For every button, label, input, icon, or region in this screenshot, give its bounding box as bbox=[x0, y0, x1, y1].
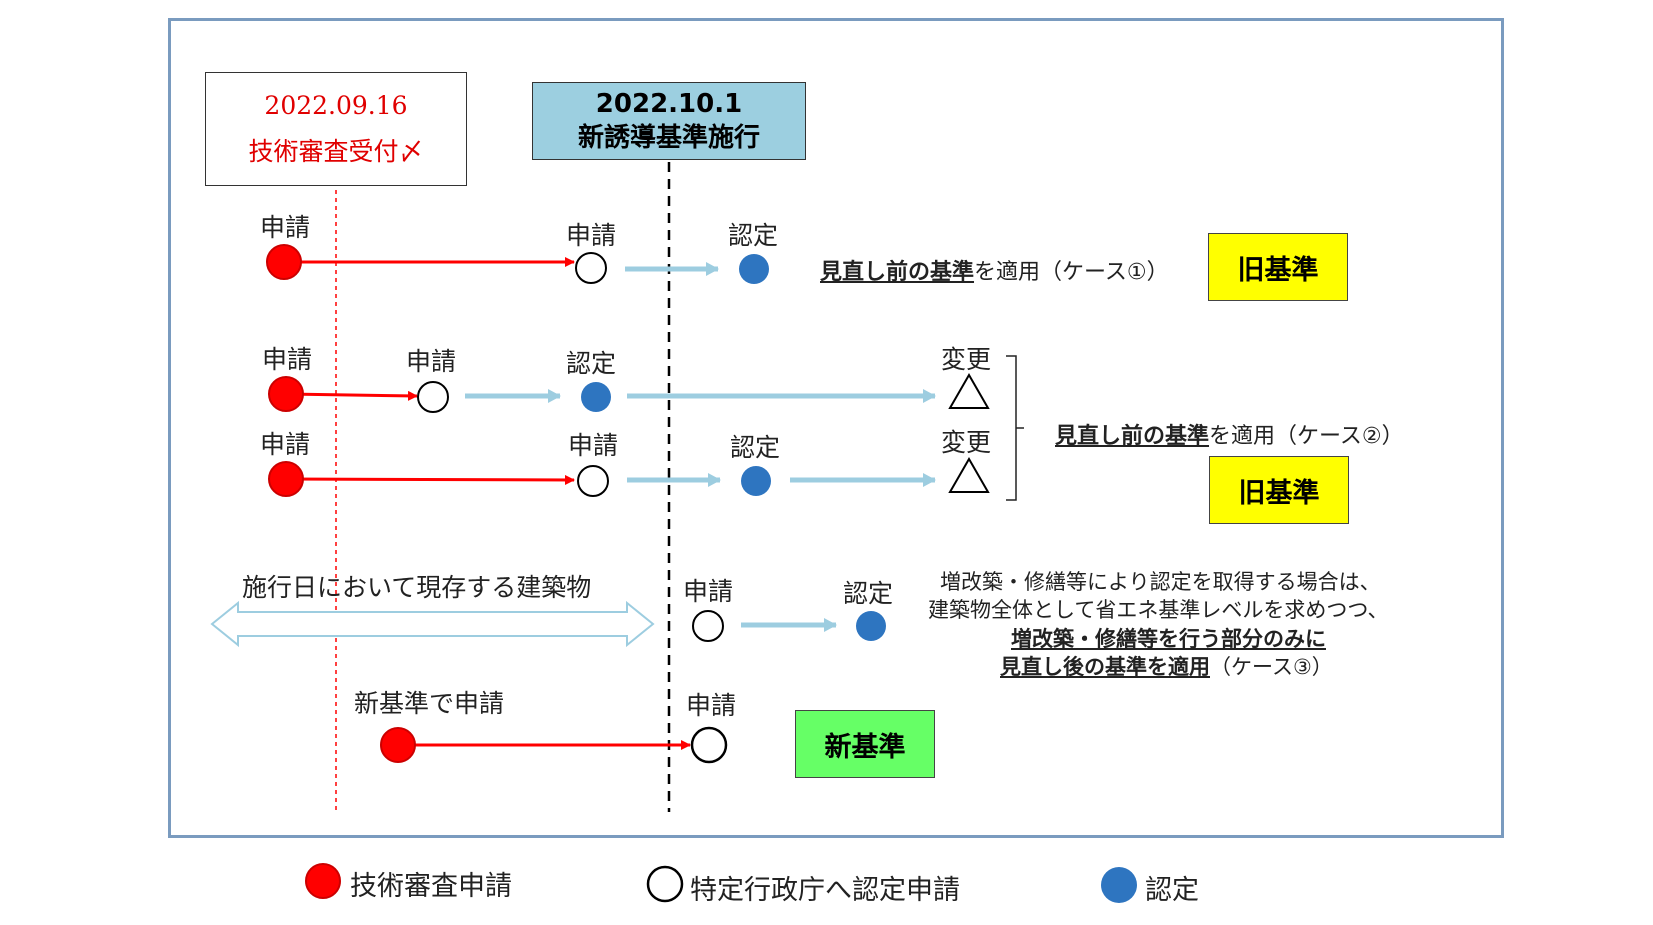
tech-review-marker bbox=[268, 461, 304, 497]
case3-rest: （ケース③） bbox=[1210, 655, 1333, 679]
certify-label: 認定 bbox=[566, 349, 617, 378]
new-standard-box: 新基準 bbox=[795, 710, 935, 778]
enforcement-box: 2022.10.1 新誘導基準施行 bbox=[532, 82, 806, 160]
apply-label: 申請 bbox=[260, 430, 311, 459]
apply-label: 申請 bbox=[262, 345, 313, 374]
review-deadline-box: 2022.09.16 技術審査受付〆 bbox=[205, 72, 467, 186]
old-standard-box: 旧基準 bbox=[1209, 456, 1349, 524]
legend-red-marker bbox=[305, 863, 341, 899]
legend-blue-marker bbox=[1101, 867, 1137, 903]
case1-rest: を適用（ケース①） bbox=[974, 260, 1169, 285]
tech-review-marker bbox=[380, 727, 416, 763]
case3-line2: 建築物全体として省エネ基準レベルを求めつつ、 bbox=[928, 598, 1389, 622]
certified-marker bbox=[741, 466, 771, 496]
new-standard-label: 新基準 bbox=[824, 731, 906, 763]
apply-label: 申請 bbox=[406, 347, 457, 376]
old-standard-box: 旧基準 bbox=[1208, 233, 1348, 301]
certified-marker bbox=[581, 382, 611, 412]
certify-label: 認定 bbox=[728, 221, 779, 250]
case3-line3: 増改築・修繕等を行う部分のみに bbox=[1011, 623, 1326, 653]
legend-open-marker bbox=[646, 865, 684, 903]
agency-apply-marker bbox=[417, 381, 449, 413]
tech-review-marker bbox=[268, 376, 304, 412]
change-triangle bbox=[948, 372, 990, 409]
legend-tech-review: 技術審査申請 bbox=[350, 871, 512, 902]
agency-apply-marker bbox=[692, 610, 724, 642]
certified-marker bbox=[856, 611, 886, 641]
certified-marker bbox=[739, 254, 769, 284]
agency-apply-marker bbox=[690, 726, 728, 764]
apply-label: 申請 bbox=[683, 577, 734, 606]
apply-label: 申請 bbox=[686, 691, 737, 720]
existing-buildings-label: 施行日において現存する建築物 bbox=[242, 573, 592, 602]
legend-certified: 認定 bbox=[1145, 875, 1199, 906]
enforcement-caption: 新誘導基準施行 bbox=[577, 123, 760, 153]
existing-buildings-arrow bbox=[210, 600, 655, 648]
review-deadline-date: 2022.09.16 bbox=[264, 91, 408, 120]
agency-apply-marker bbox=[575, 252, 607, 284]
change-triangle bbox=[948, 456, 990, 493]
change-label: 変更 bbox=[941, 428, 992, 457]
agency-apply-marker bbox=[577, 465, 609, 497]
apply-label: 申請 bbox=[568, 431, 619, 460]
case3-line3-text: 増改築・修繕等を行う部分のみに bbox=[1011, 627, 1326, 651]
apply-label: 申請 bbox=[260, 213, 311, 242]
legend-agency-apply: 特定行政庁へ認定申請 bbox=[690, 875, 960, 906]
old-standard-label: 旧基準 bbox=[1238, 477, 1320, 509]
case2-note: 見直し前の基準を適用（ケース②） bbox=[1055, 418, 1404, 450]
enforcement-date: 2022.10.1 bbox=[595, 89, 743, 119]
case2-underlined: 見直し前の基準 bbox=[1055, 424, 1210, 449]
old-standard-label: 旧基準 bbox=[1237, 254, 1319, 286]
case3-line1: 増改築・修繕等により認定を取得する場合は、 bbox=[940, 570, 1381, 594]
case3-underlined: 見直し後の基準を適用 bbox=[1000, 655, 1210, 679]
change-label: 変更 bbox=[941, 345, 992, 374]
case2-bracket bbox=[1006, 355, 1024, 501]
red-arrow bbox=[285, 390, 418, 401]
apply-label: 申請 bbox=[566, 221, 617, 250]
case2-rest: を適用（ケース②） bbox=[1209, 424, 1404, 449]
case3-line4: 見直し後の基準を適用（ケース③） bbox=[1000, 651, 1333, 681]
diagram-frame bbox=[168, 18, 1504, 838]
case1-note: 見直し前の基準を適用（ケース①） bbox=[820, 254, 1169, 286]
case1-underlined: 見直し前の基準 bbox=[820, 260, 975, 285]
certify-label: 認定 bbox=[730, 433, 781, 462]
new-standard-apply-label: 新基準で申請 bbox=[354, 689, 505, 718]
red-arrow bbox=[285, 474, 575, 485]
review-deadline-caption: 技術審査受付〆 bbox=[248, 137, 424, 166]
tech-review-marker bbox=[266, 244, 302, 280]
certify-label: 認定 bbox=[843, 579, 894, 608]
